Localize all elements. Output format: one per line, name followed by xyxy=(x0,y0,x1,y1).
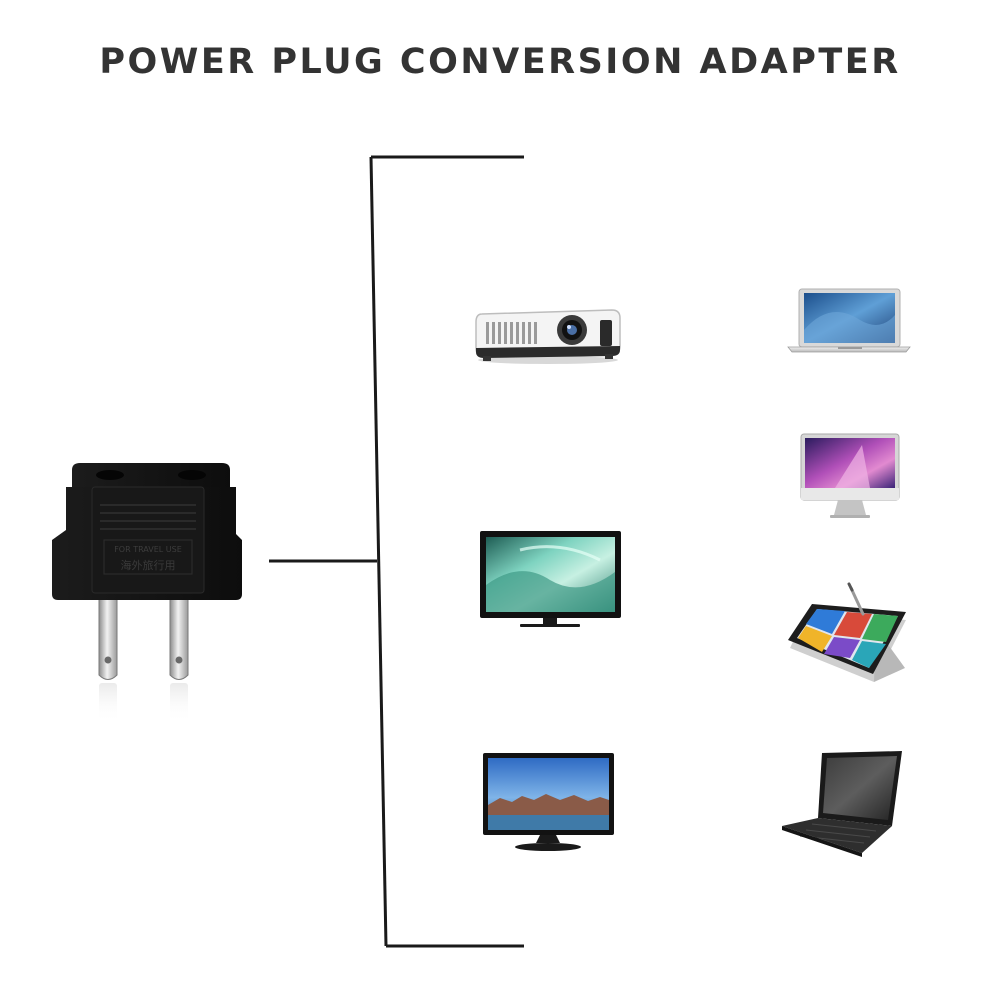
page-title: POWER PLUG CONVERSION ADAPTER xyxy=(99,42,901,82)
plug-adapter-icon: FOR TRAVEL USE 海外旅行用 xyxy=(52,463,242,723)
connector-lines xyxy=(269,155,524,948)
lcd-monitor-icon xyxy=(483,753,614,851)
projector-icon xyxy=(475,309,621,364)
tablet-with-stylus-icon xyxy=(788,582,906,682)
adapter-text-english: FOR TRAVEL USE xyxy=(114,545,182,554)
black-laptop-icon xyxy=(782,751,902,857)
macbook-laptop-icon xyxy=(787,288,911,353)
lcd-tv-icon xyxy=(480,531,621,627)
adapter-text-chinese: 海外旅行用 xyxy=(121,558,176,572)
imac-desktop-icon xyxy=(800,433,900,518)
vertical-trunk-line xyxy=(369,156,388,947)
